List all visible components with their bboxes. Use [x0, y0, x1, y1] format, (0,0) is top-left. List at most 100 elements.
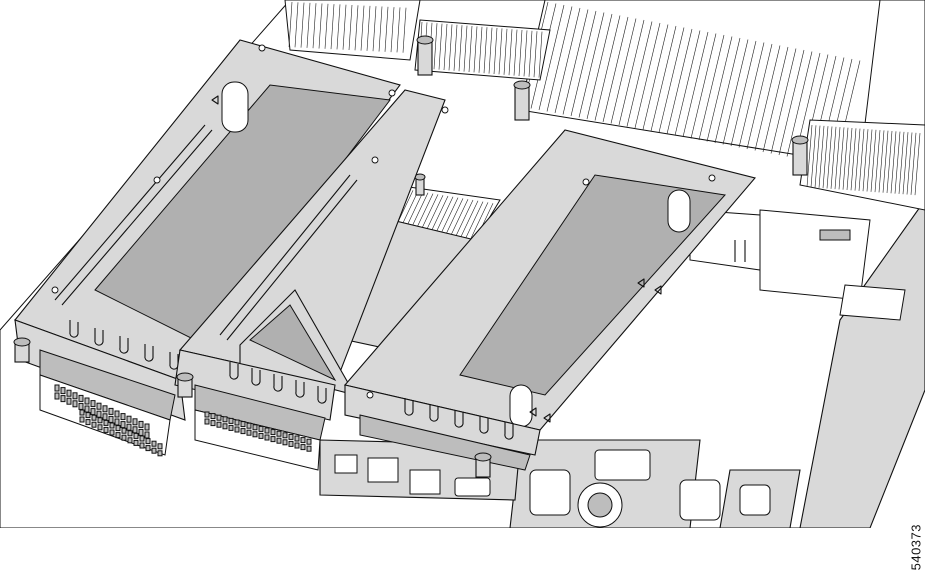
fin-line — [666, 28, 693, 135]
fin-line — [878, 130, 885, 193]
fin-line — [459, 200, 479, 239]
fin-line — [862, 129, 869, 192]
riser-tab — [404, 398, 414, 416]
ethernet-port-1 — [367, 457, 399, 483]
fin-line — [806, 124, 813, 188]
io-pin — [276, 430, 282, 437]
fin-line — [488, 27, 493, 74]
fin-line — [890, 131, 897, 194]
io-pin — [78, 394, 84, 402]
io-pin — [96, 402, 102, 410]
io-pin — [240, 428, 246, 435]
riser-tab — [317, 386, 327, 404]
fin-line — [910, 132, 917, 195]
fin-line — [454, 199, 474, 239]
io-pin — [72, 400, 78, 408]
io-pin — [210, 420, 216, 427]
fin-line — [493, 27, 498, 75]
io-pin — [300, 444, 306, 451]
io-pin — [126, 423, 132, 431]
io-pin — [144, 431, 150, 439]
fin-line — [850, 128, 857, 191]
server-riser-diagram — [0, 0, 925, 528]
fin-line — [429, 195, 449, 235]
io-pin — [270, 429, 276, 436]
fin-line — [449, 199, 469, 238]
fin-line — [396, 7, 401, 53]
fin-line — [503, 28, 508, 75]
fin-line — [438, 23, 443, 70]
io-pin — [114, 410, 120, 418]
io-pin — [246, 422, 252, 429]
riser-tab — [229, 362, 239, 380]
fin-line — [602, 16, 629, 123]
riser-tab — [295, 380, 305, 398]
fin-line — [870, 129, 877, 192]
io-pin — [216, 414, 222, 421]
fin-line — [562, 9, 589, 115]
fin-line — [894, 131, 901, 194]
vga-port — [454, 477, 491, 497]
fin-line — [822, 126, 829, 189]
riser-tab — [479, 416, 489, 434]
io-pin — [103, 419, 109, 426]
io-pin — [258, 432, 264, 439]
fin-line — [300, 2, 305, 48]
fin-line — [658, 27, 685, 133]
io-pin — [108, 415, 114, 423]
fin-line — [458, 25, 463, 72]
io-pin — [306, 445, 312, 452]
io-pin — [204, 411, 210, 418]
fin-line — [463, 25, 468, 72]
psu-bay — [509, 439, 801, 528]
fin-line — [730, 40, 757, 147]
fin-line — [634, 22, 661, 129]
fin-line — [294, 2, 299, 48]
io-pin — [109, 422, 115, 429]
io-pin — [138, 420, 144, 428]
fin-line — [846, 127, 853, 191]
fin-line — [570, 10, 597, 117]
fin-line — [384, 6, 389, 52]
fin-line — [626, 21, 653, 127]
fin-line — [288, 1, 293, 48]
fin-line — [453, 24, 458, 71]
fin-line — [409, 192, 429, 231]
fin-line — [402, 7, 407, 53]
io-pin — [157, 443, 163, 450]
io-pin — [114, 418, 120, 426]
fin-line — [538, 31, 543, 78]
fin-line — [642, 24, 669, 130]
fin-line — [698, 34, 725, 141]
riser-tab — [429, 404, 439, 422]
fin-line — [834, 127, 841, 190]
fin-line — [610, 18, 637, 124]
io-pin — [78, 402, 84, 410]
heatsink-rear-left — [284, 0, 421, 61]
io-pin — [60, 387, 66, 395]
io-pin — [282, 432, 288, 439]
fin-line — [674, 30, 701, 136]
io-pin — [306, 438, 312, 445]
io-pin — [96, 410, 102, 418]
io-pin — [216, 421, 222, 428]
riser-tab — [251, 368, 261, 386]
io-pin — [79, 409, 85, 416]
fin-line — [312, 3, 317, 49]
io-pin — [115, 425, 121, 432]
fin-line — [842, 127, 849, 190]
fin-line — [390, 7, 395, 53]
io-pin — [288, 440, 294, 447]
fin-line — [498, 28, 503, 75]
io-pin — [132, 426, 138, 434]
fin-line — [902, 132, 909, 195]
fin-line — [546, 6, 573, 112]
io-pin — [121, 427, 127, 434]
io-pin — [60, 395, 66, 403]
fin-line — [874, 130, 881, 193]
fin-line — [433, 23, 438, 70]
fin-line — [464, 201, 484, 240]
fin-line — [906, 132, 913, 195]
fin-line — [366, 5, 371, 51]
io-pin — [133, 439, 139, 446]
